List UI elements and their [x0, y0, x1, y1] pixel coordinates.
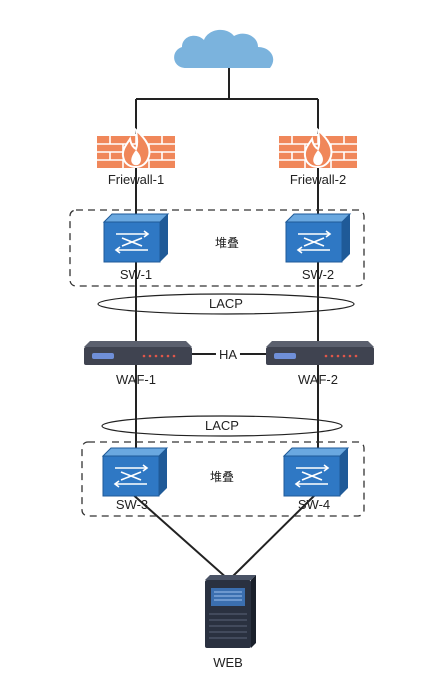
waf-appliance-icon: [84, 341, 192, 365]
firewall-2-label: Friewall-2: [289, 172, 347, 187]
waf-appliance-icon: [266, 341, 374, 365]
sw-1-label: SW-1: [119, 267, 153, 282]
sw-3-label: SW-3: [115, 497, 149, 512]
sw-2-label: SW-2: [301, 267, 335, 282]
firewall-icon: [278, 129, 358, 169]
cloud-icon: [174, 29, 274, 68]
server-links: [129, 491, 319, 581]
lacp-bundle-top: [97, 293, 355, 315]
stack-group-bottom: [81, 441, 365, 517]
switch-icon: [103, 213, 169, 263]
switch-icon: [102, 447, 168, 497]
stack-label-bottom: 堆叠: [209, 470, 235, 484]
firewall-1-label: Friewall-1: [107, 172, 165, 187]
lacp-label-bottom: LACP: [205, 418, 239, 433]
sw-4-label: SW-4: [297, 497, 331, 512]
firewall-icon: [96, 129, 176, 169]
switch-icon: [283, 447, 349, 497]
web-label: WEB: [213, 655, 243, 670]
switch-icon: [285, 213, 351, 263]
waf-1-label: WAF-1: [116, 372, 156, 387]
ha-label: HA: [215, 348, 241, 362]
server-icon: [205, 575, 256, 648]
lacp-label-top: LACP: [209, 296, 243, 311]
stack-group-top: [69, 209, 365, 287]
waf-2-label: WAF-2: [298, 372, 338, 387]
stack-label-top: 堆叠: [214, 236, 240, 250]
lacp-bundle-bottom: [101, 415, 343, 437]
